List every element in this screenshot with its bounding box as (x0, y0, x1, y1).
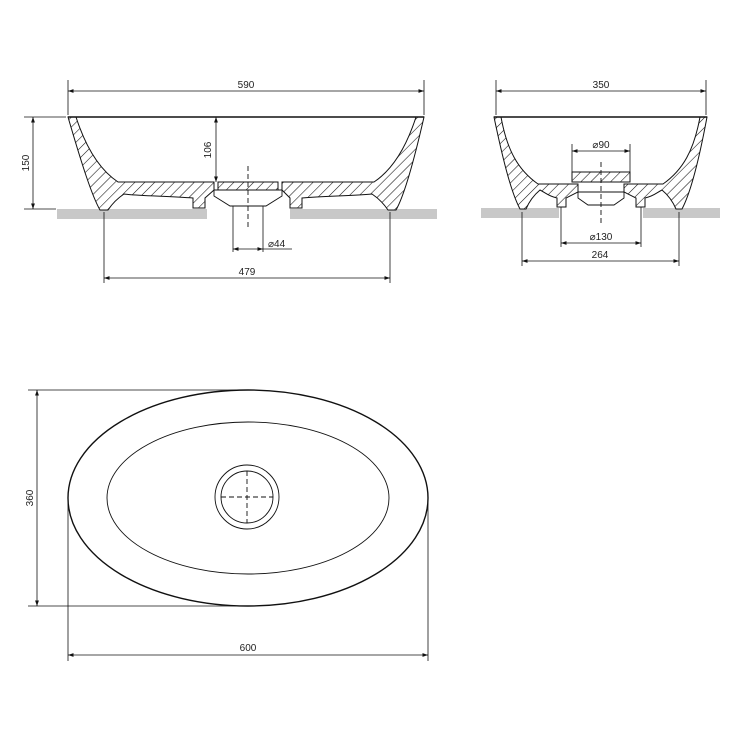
front-countertop-left (57, 209, 207, 219)
top-outer-rim (67, 389, 429, 607)
front-wall-section-left (67, 116, 215, 211)
front-drain-body (213, 189, 283, 207)
label-top-width: 600 (240, 643, 257, 654)
top-inner-bowl (106, 421, 390, 575)
label-side-width: 350 (593, 80, 610, 91)
top-drain-outer (214, 464, 280, 530)
front-wall-section-right (281, 116, 425, 211)
top-view: 360 600 (25, 389, 429, 661)
label-side-foot-span: 264 (592, 250, 609, 261)
front-view: 590 150 106 ⌀44 479 (21, 80, 437, 283)
side-countertop-right (643, 208, 720, 218)
front-countertop-right (290, 209, 437, 219)
label-inner-depth: 106 (203, 141, 214, 158)
side-view: 350 ⌀90 ⌀130 264 (481, 80, 720, 266)
label-foot-span: 479 (239, 267, 256, 278)
label-top-height: 360 (25, 489, 36, 506)
label-side-drain-top: ⌀90 (592, 140, 610, 151)
side-wall-section-left (493, 116, 579, 210)
label-side-drain-bottom: ⌀130 (590, 232, 613, 243)
side-wall-section-right (623, 116, 708, 210)
label-front-width: 590 (238, 80, 255, 91)
label-front-height: 150 (21, 154, 32, 171)
side-countertop-left (481, 208, 559, 218)
side-drain-body (577, 191, 625, 206)
label-drain-diameter: ⌀44 (268, 239, 286, 250)
